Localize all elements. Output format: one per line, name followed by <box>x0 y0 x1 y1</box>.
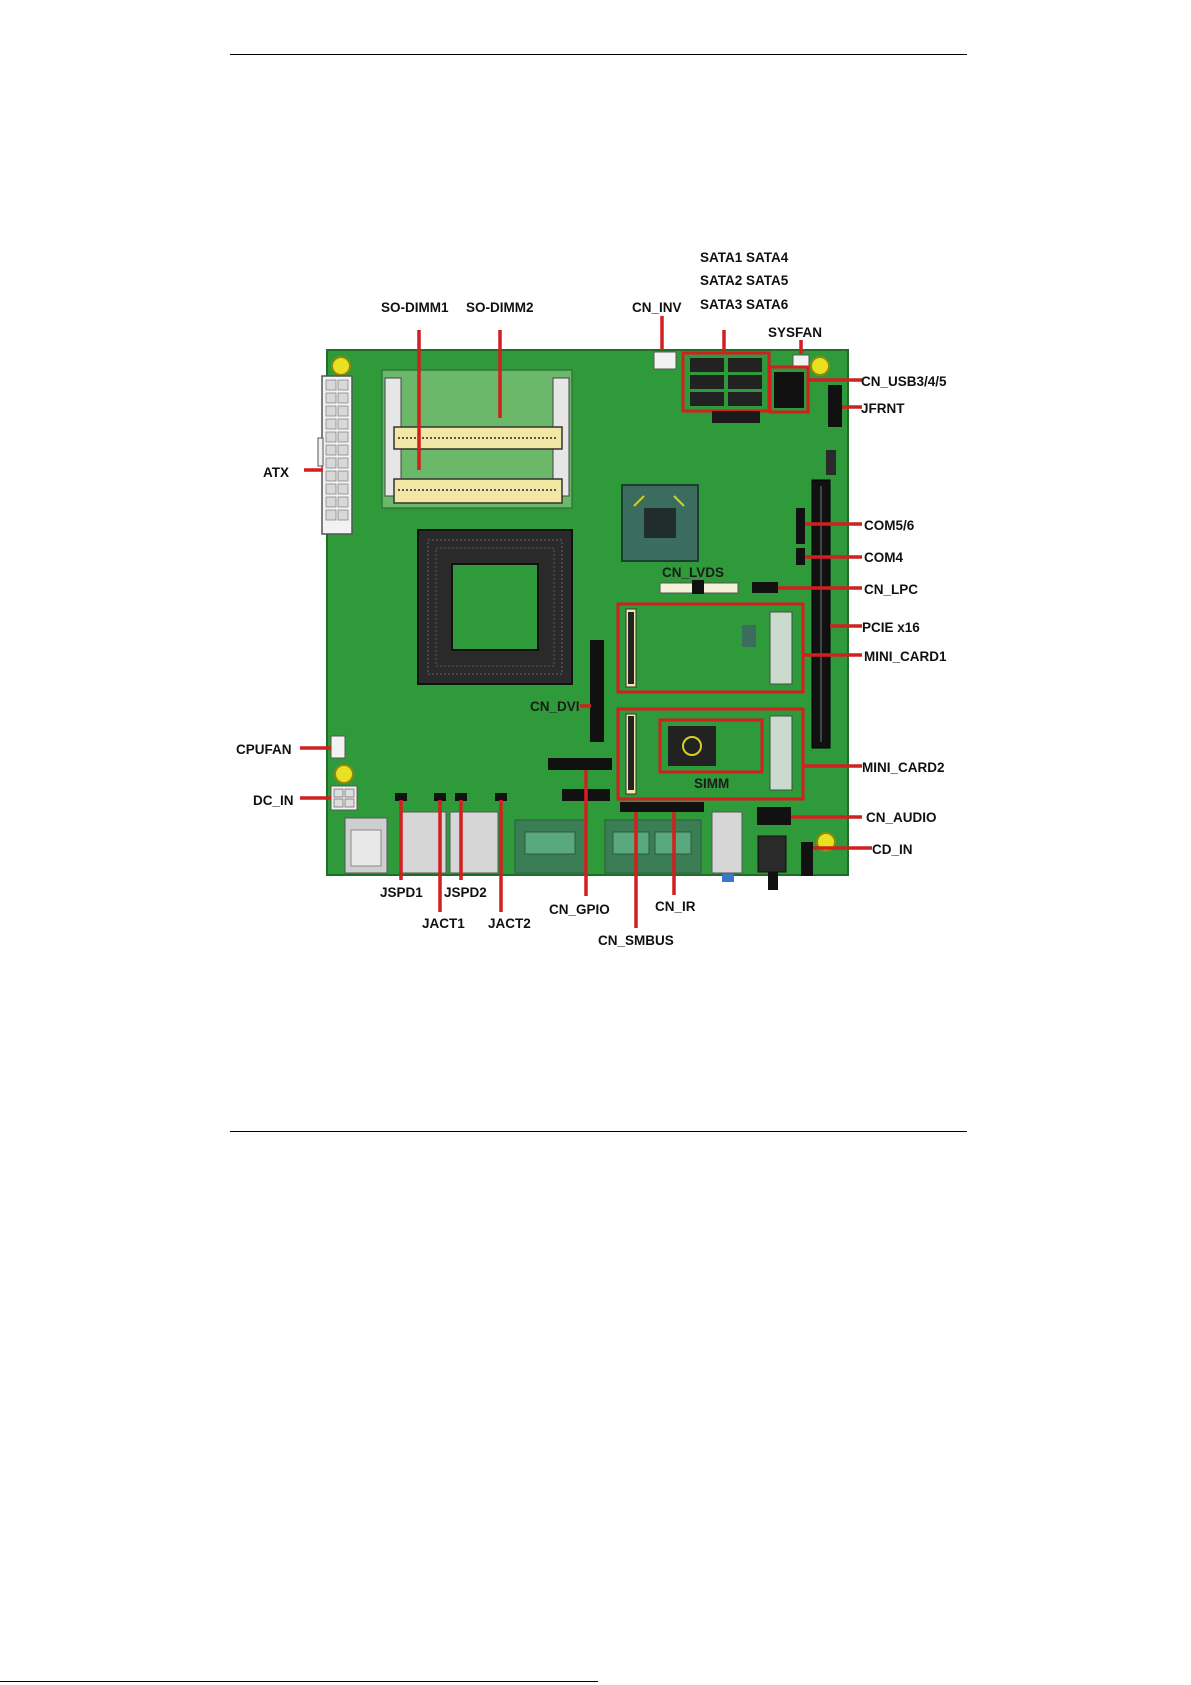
label-pcie: PCIE x16 <box>862 620 920 635</box>
label-atx: ATX <box>263 465 289 480</box>
label-com4: COM4 <box>864 550 903 565</box>
so-dimm-slots <box>382 370 572 508</box>
label-cpufan: CPUFAN <box>236 742 292 757</box>
usb-headers <box>770 367 808 412</box>
chipset <box>622 485 698 561</box>
label-so-dimm2: SO-DIMM2 <box>466 300 534 315</box>
label-jact2: JACT2 <box>488 916 531 931</box>
label-jspd2: JSPD2 <box>444 885 487 900</box>
label-cn-lpc: CN_LPC <box>864 582 918 597</box>
com56-header <box>796 508 805 544</box>
cpu-socket <box>418 530 572 684</box>
com4-header <box>796 548 805 565</box>
label-simm: SIMM <box>694 776 729 791</box>
label-cn-smbus: CN_SMBUS <box>598 933 674 948</box>
label-cn-inv: CN_INV <box>632 300 682 315</box>
dvi-connector <box>590 640 604 742</box>
label-com56: COM5/6 <box>864 518 915 533</box>
label-dc-in: DC_IN <box>253 793 294 808</box>
cpufan-header <box>331 736 345 758</box>
label-so-dimm1: SO-DIMM1 <box>381 300 449 315</box>
label-cd-in: CD_IN <box>872 842 913 857</box>
rear-io-panel <box>345 812 786 890</box>
label-jact1: JACT1 <box>422 916 465 931</box>
label-cn-gpio: CN_GPIO <box>549 902 610 917</box>
label-sata-row3: SATA3 SATA6 <box>700 297 789 312</box>
label-cn-usb: CN_USB3/4/5 <box>861 374 947 389</box>
label-mini-card1: MINI_CARD1 <box>864 649 947 664</box>
label-sysfan: SYSFAN <box>768 325 822 340</box>
label-mini-card2: MINI_CARD2 <box>862 760 945 775</box>
label-cn-lvds: CN_LVDS <box>662 565 724 580</box>
cn-inv-header <box>654 352 676 369</box>
label-jspd1: JSPD1 <box>380 885 423 900</box>
label-sata-row2: SATA2 SATA5 <box>700 273 789 288</box>
label-sata-row1: SATA1 SATA4 <box>700 250 789 265</box>
label-jfrnt: JFRNT <box>861 401 905 416</box>
label-cn-audio: CN_AUDIO <box>866 810 937 825</box>
dc-in-connector <box>331 786 357 810</box>
sysfan-header <box>793 355 809 366</box>
label-cn-ir: CN_IR <box>655 899 696 914</box>
atx-connector <box>318 376 352 534</box>
label-cn-dvi: CN_DVI <box>530 699 580 714</box>
jfrnt-header <box>828 385 842 427</box>
lpc-header <box>752 582 778 593</box>
